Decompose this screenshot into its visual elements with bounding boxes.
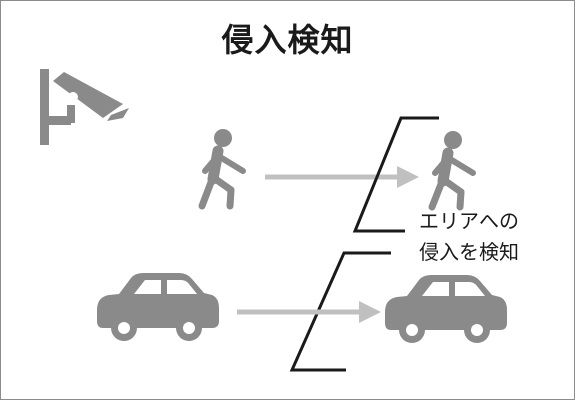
security-camera-icon (40, 69, 129, 145)
arrow-right-icon (265, 166, 419, 188)
boundary-line-upper (352, 116, 439, 233)
caption-line-2: 侵入を検知 (419, 240, 519, 264)
diagram-title: 侵入検知 (221, 21, 354, 59)
car-icon (97, 273, 219, 341)
car-icon (385, 275, 507, 343)
arrow-right-icon (237, 301, 381, 323)
caption-line-1: エリアへの (419, 209, 519, 233)
detection-caption: エリアへの 侵入を検知 (419, 206, 519, 268)
walking-person-icon (198, 129, 246, 210)
walking-person-icon (428, 131, 476, 211)
